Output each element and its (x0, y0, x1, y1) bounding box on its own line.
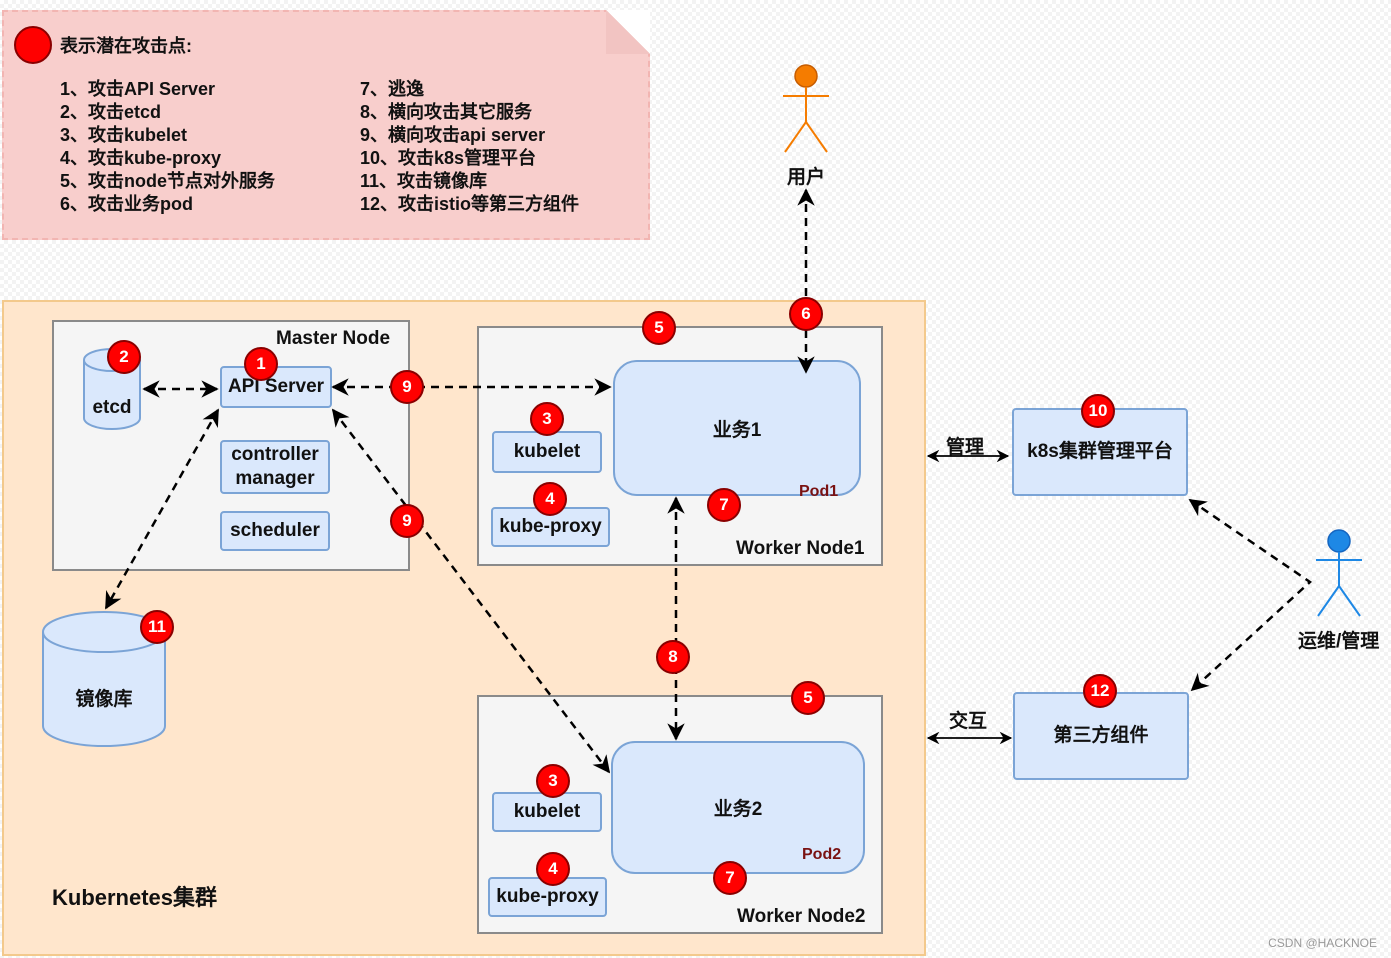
scheduler-box: scheduler (220, 511, 330, 551)
attack-badge-pod1-access: 6 (789, 297, 823, 331)
master-node-title: Master Node (276, 328, 391, 349)
image-registry-label: 镜像库 (75, 689, 133, 710)
legend-box (2, 10, 650, 240)
attack-badge-worker1-node: 5 (642, 311, 676, 345)
pod1-box: 业务1 (613, 360, 861, 496)
legend-item: 4、攻击kube-proxy (60, 148, 222, 168)
interact-edge-label: 交互 (949, 711, 988, 732)
attack-badge-lateral-movement: 8 (656, 640, 690, 674)
attack-badge-worker1-kubelet: 3 (530, 402, 564, 436)
cluster-label: Kubernetes集群 (52, 885, 218, 910)
legend-column-1: 1、攻击API Server 2、攻击etcd 3、攻击kubelet 4、攻击… (60, 78, 275, 216)
api-registry-connector (104, 408, 220, 610)
manage-edge-label: 管理 (946, 437, 985, 458)
worker-node-1-title: Worker Node1 (736, 538, 865, 559)
ops-management-connector (1188, 498, 1313, 692)
attack-badge-pod2-escape: 7 (713, 861, 747, 895)
legend-item: 5、攻击node节点对外服务 (60, 171, 276, 191)
attack-badge-lateral-api-1: 9 (390, 370, 424, 404)
legend-attack-point-icon (14, 26, 52, 64)
legend-column-2: 7、逃逸 8、横向攻击其它服务 9、横向攻击api server 10、攻击k8… (360, 78, 579, 216)
controller-manager-box: controller manager (220, 440, 330, 494)
attack-badge-etcd: 2 (107, 340, 141, 374)
etcd-label: etcd (92, 397, 132, 418)
legend-title: 表示潜在攻击点: (60, 36, 192, 56)
legend-item: 1、攻击API Server (60, 79, 216, 99)
attack-badge-worker2-kubelet: 3 (536, 764, 570, 798)
attack-badge-api-server: 1 (244, 347, 278, 381)
user-label: 用户 (787, 167, 826, 188)
pod2-service-label: 业务2 (713, 799, 763, 820)
api-pod2-connector (331, 408, 611, 774)
worker-node-2-title: Worker Node2 (737, 906, 866, 927)
image-registry-database-icon (42, 611, 166, 747)
pod1-tag: Pod1 (799, 483, 839, 500)
legend-item: 12、攻击istio等第三方组件 (360, 194, 580, 214)
legend-folded-corner (606, 10, 650, 54)
attack-badge-pod1-escape: 7 (707, 488, 741, 522)
attack-badge-image-registry: 11 (140, 610, 174, 644)
attack-badge-worker2-node: 5 (791, 681, 825, 715)
legend-item: 10、攻击k8s管理平台 (360, 148, 537, 168)
legend-item: 6、攻击业务pod (60, 194, 193, 214)
ops-actor-icon (1316, 529, 1362, 617)
attack-badge-worker2-kube-proxy: 4 (536, 852, 570, 886)
ops-label: 运维/管理 (1298, 631, 1380, 652)
legend-item: 11、攻击镜像库 (360, 171, 488, 191)
watermark: CSDN @HACKNOE (1268, 936, 1377, 950)
legend-item: 9、横向攻击api server (360, 125, 546, 145)
user-actor-icon (783, 64, 829, 153)
attack-badge-third-party: 12 (1083, 674, 1117, 708)
legend-item: 3、攻击kubelet (60, 125, 188, 145)
legend-item: 2、攻击etcd (60, 102, 162, 122)
attack-badge-lateral-api-2: 9 (390, 504, 424, 538)
legend-item: 7、逃逸 (360, 79, 425, 99)
attack-badge-worker1-kube-proxy: 4 (533, 482, 567, 516)
legend-item: 8、横向攻击其它服务 (360, 102, 533, 122)
pod2-tag: Pod2 (802, 846, 842, 863)
attack-badge-management-platform: 10 (1081, 394, 1115, 428)
pod1-service-label: 业务1 (712, 419, 762, 441)
